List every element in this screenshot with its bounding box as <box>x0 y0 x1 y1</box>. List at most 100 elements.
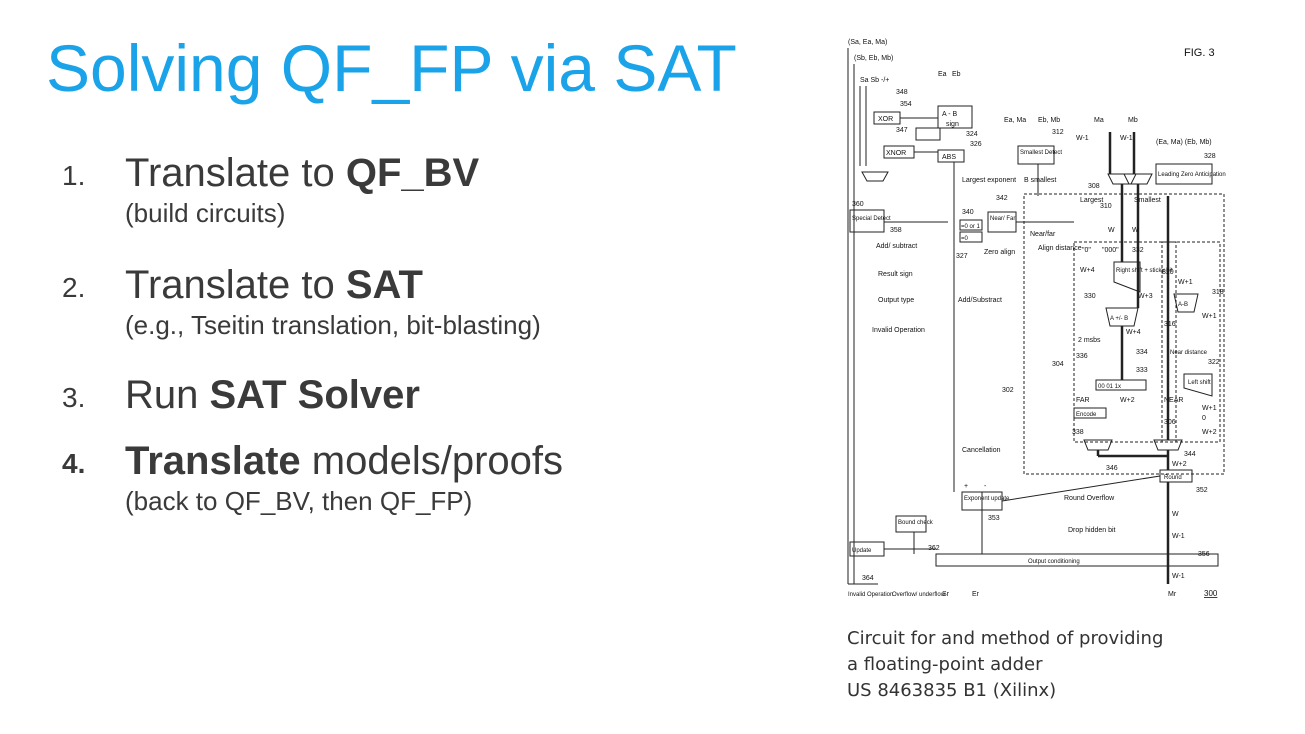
steps-list: 1. Translate to QF_BV (build circuits) 2… <box>62 150 782 518</box>
diagram-label: W-1 <box>1120 135 1133 142</box>
step-text: Translate models/proofs <box>125 439 563 483</box>
diagram-label: Near/ Far <box>990 216 1015 222</box>
diagram-label: Eb, Mb <box>1038 117 1060 124</box>
diagram-label: 334 <box>1136 349 1148 356</box>
diagram-label: 333 <box>1136 367 1148 374</box>
caption-line: US 8463835 B1 (Xilinx) <box>847 680 1057 701</box>
diagram-label: W+3 <box>1138 293 1153 300</box>
diagram-label: Left shift <box>1188 380 1211 386</box>
diagram-label: (Sb, Eb, Mb) <box>854 55 893 62</box>
diagram-label: 00 01 1x <box>1098 384 1121 390</box>
diagram-label: Round <box>1164 475 1182 481</box>
circuit-diagram: (Sa, Ea, Ma) (Sb, Eb, Mb) Sa Sb -/+ Ea E… <box>847 39 1226 598</box>
step-text: Translate to QF_BV <box>125 151 480 195</box>
diagram-label: W+2 <box>1172 461 1187 468</box>
diagram-label: 326 <box>970 141 982 148</box>
diagram-label: 336 <box>1076 353 1088 360</box>
diagram-label: Near/far <box>1030 231 1056 238</box>
diagram-label: Sa Sb -/+ <box>860 77 889 84</box>
diagram-label: W+2 <box>1120 397 1135 404</box>
step-number: 2. <box>62 272 86 303</box>
diagram-label: XNOR <box>886 150 906 157</box>
diagram-label: W-1 <box>1172 533 1185 540</box>
step-2: 2. Translate to SAT (e.g., Tseitin trans… <box>62 262 782 372</box>
diagram-label: Mr <box>1168 591 1177 598</box>
slide-title: Solving QF_FP via SAT <box>46 31 737 105</box>
diagram-label: Align distance <box>1038 245 1082 252</box>
diagram-label: Cancellation <box>962 447 1001 454</box>
diagram-label: 320 <box>1162 269 1174 276</box>
diagram-label: 342 <box>996 195 1008 202</box>
diagram-label: Output conditioning <box>1028 559 1080 565</box>
diagram-label: 304 <box>1052 361 1064 368</box>
diagram-label: 306 <box>1164 419 1176 426</box>
diagram-label: W+4 <box>1126 329 1141 336</box>
diagram-label: W <box>1132 227 1139 234</box>
diagram-label: Zero align <box>984 249 1015 256</box>
diagram-label: W+1 <box>1178 279 1193 286</box>
diagram-label: (Ea, Ma) (Eb, Mb) <box>1156 139 1212 146</box>
diagram-label: 322 <box>1208 359 1220 366</box>
diagram-label: 338 <box>1072 429 1084 436</box>
diagram-label: 327 <box>956 253 968 260</box>
diagram-label: Largest <box>1080 197 1103 204</box>
diagram-label: 310 <box>1100 203 1112 210</box>
diagram-label: W <box>1172 511 1179 518</box>
diagram-label: Right shift + sticky bit <box>1116 268 1173 274</box>
diagram-label: 330 <box>1084 293 1096 300</box>
step-text: Translate to SAT <box>125 263 423 307</box>
diagram-label: 344 <box>1184 451 1196 458</box>
diagram-label: 328 <box>1204 153 1216 160</box>
diagram-label: 316 <box>1164 321 1176 328</box>
diagram-label: Ma <box>1094 117 1104 124</box>
diagram-label: Leading Zero Anticipation <box>1158 172 1226 178</box>
figure-number: 300 <box>1204 589 1218 598</box>
caption-line: a floating-point adder <box>847 654 1043 675</box>
diagram-label: FAR <box>1076 397 1090 404</box>
diagram-label: 354 <box>900 101 912 108</box>
step-subtext: (e.g., Tseitin translation, bit-blasting… <box>125 310 541 340</box>
diagram-label: A +/- B <box>1110 316 1128 322</box>
diagram-label: 2 msbs <box>1078 337 1101 344</box>
diagram-label: 347 <box>896 127 908 134</box>
step-4: 4. Translate models/proofs (back to QF_B… <box>62 438 782 518</box>
diagram-label: 346 <box>1106 465 1118 472</box>
diagram-label: Ea, Ma <box>1004 117 1026 124</box>
diagram-label: Update <box>852 548 872 554</box>
diagram-label: Sr <box>942 591 950 598</box>
diagram-label: =0 or 1 <box>961 224 981 230</box>
figure-label: FIG. 3 <box>1184 47 1215 59</box>
diagram-label: W-1 <box>1172 573 1185 580</box>
step-number: 4. <box>62 448 86 479</box>
diagram-label: "0" <box>1082 247 1091 254</box>
diagram-label: Ea <box>938 71 947 78</box>
diagram-label: Encode <box>1076 412 1097 418</box>
step-number: 3. <box>62 382 86 413</box>
diagram-label: + <box>964 483 968 490</box>
diagram-label: 324 <box>966 131 978 138</box>
step-number: 1. <box>62 160 86 191</box>
diagram-label: W-1 <box>1076 135 1089 142</box>
diagram-label: Special Detect <box>852 216 891 222</box>
caption-line: Circuit for and method of providing <box>847 628 1164 649</box>
diagram-label: 318 <box>1212 289 1224 296</box>
diagram-label: 308 <box>1088 183 1100 190</box>
diagram-label: Er <box>972 591 980 598</box>
diagram-label: "000" <box>1102 247 1119 254</box>
diagram-label: W+1 <box>1202 405 1217 412</box>
diagram-label: Add/ subtract <box>876 243 917 250</box>
diagram-label: 358 <box>890 227 902 234</box>
diagram-label: 332 <box>1132 247 1144 254</box>
diagram-label: Mb <box>1128 117 1138 124</box>
diagram-label: 353 <box>988 515 1000 522</box>
diagram-label: W+1 <box>1202 313 1217 320</box>
diagram-label: 352 <box>1196 487 1208 494</box>
diagram-label: Round Overflow <box>1064 495 1115 502</box>
diagram-label: ABS <box>942 154 956 161</box>
diagram-label: Output type <box>878 297 914 304</box>
diagram-label: W+4 <box>1080 267 1095 274</box>
diagram-label: W+2 <box>1202 429 1217 436</box>
diagram-label: A - B <box>942 111 958 118</box>
diagram-label: Overflow/ underflow <box>892 592 946 598</box>
diagram-label: (Sa, Ea, Ma) <box>848 39 887 46</box>
